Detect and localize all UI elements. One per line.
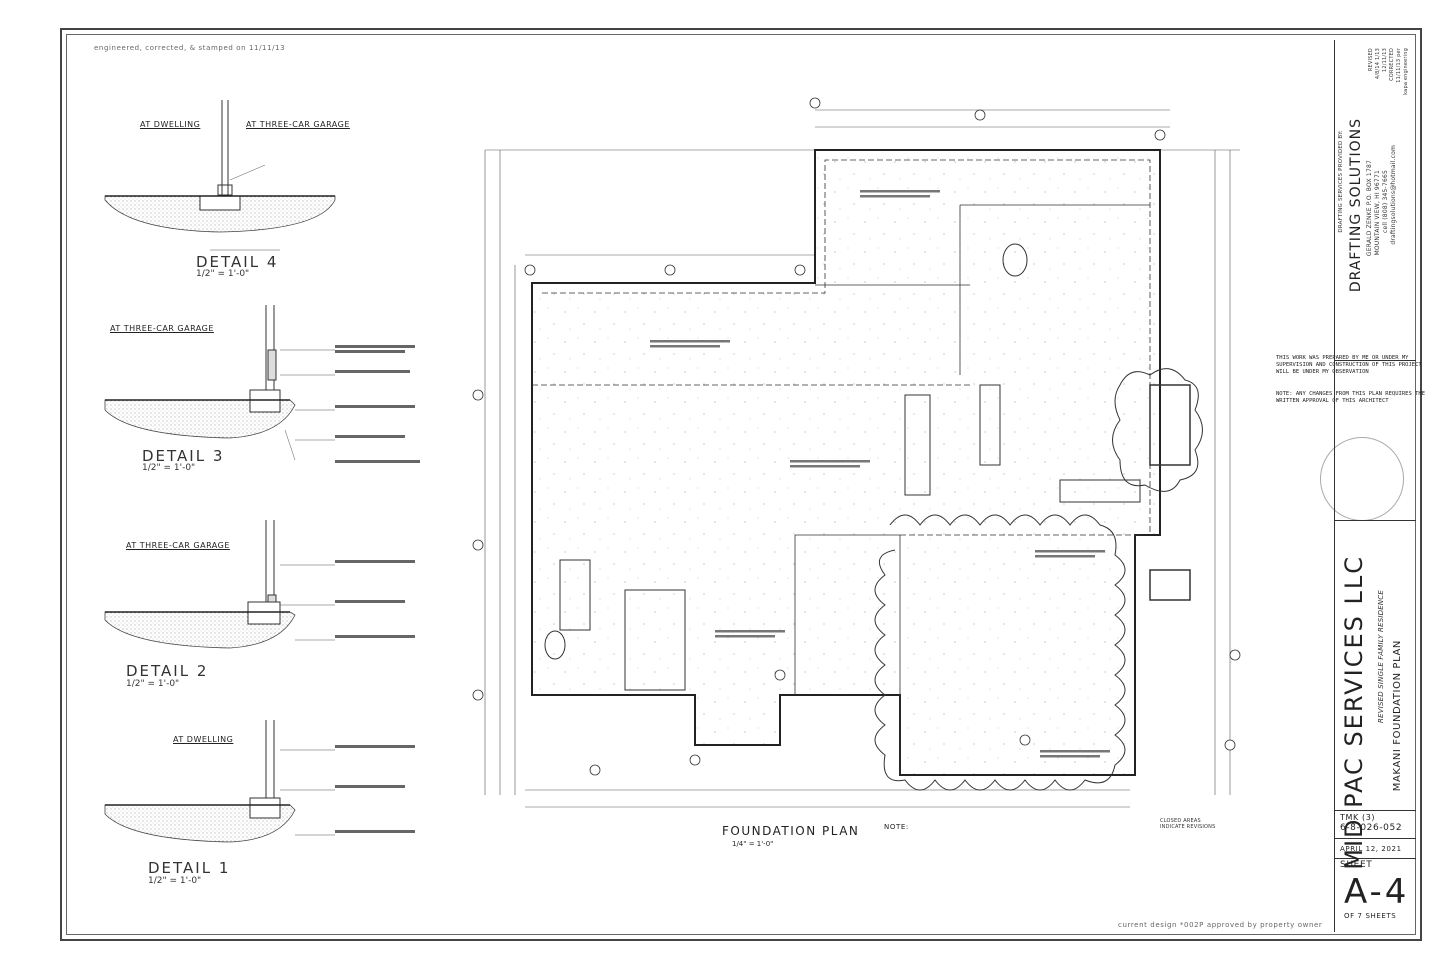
detail-3-title: DETAIL 3 [142,447,225,465]
tb-rev-1: REVISED [1368,48,1374,72]
revision-label: CLOSED AREAS INDICATE REVISIONS [1160,818,1216,830]
detail-1-label: AT DWELLING [173,735,234,744]
tb-firm-line-1: GERALD ZENKE P.O. BOX 1787 [1366,160,1373,257]
detail-1-title: DETAIL 1 [148,859,231,877]
tb-rev-4: CORRECTED [1389,48,1395,81]
tb-tmk-value: 6-8-026-052 [1340,823,1403,833]
detail-4-title: DETAIL 4 [196,253,279,271]
foundation-plan [472,97,1241,808]
detail-1-graphic [104,720,296,843]
detail-4-scale: 1/2" = 1'-0" [196,269,250,279]
tb-firm-line-2: MOUNTAIN VIEW, HI 96771 [1374,170,1381,256]
tb-divider-5 [1334,858,1416,859]
tb-firm: DRAFTING SOLUTIONS [1348,118,1364,293]
detail-4-label-garage: AT THREE-CAR GARAGE [246,120,350,129]
detail-4-graphic [104,100,336,251]
detail-3-graphic [104,305,296,461]
header-note: engineered, corrected, & stamped on 11/1… [94,44,286,52]
tb-rev-6: kapa engineering [1403,48,1409,95]
tb-sheet-title: MAKANI FOUNDATION PLAN [1392,640,1403,792]
tb-project: REVISED SINGLE FAMILY RESIDENCE [1377,590,1385,723]
tb-date: APRIL 12, 2021 [1340,845,1402,853]
tb-divider-4 [1334,838,1416,839]
detail-2-scale: 1/2" = 1'-0" [126,679,180,689]
tb-sheet-number: A-4 [1344,872,1410,912]
plan-title: FOUNDATION PLAN [722,824,860,838]
tb-firm-line-3: cell (808) 345-7665 [1382,170,1389,233]
tb-tmk-label: TMK (3) [1340,813,1376,822]
detail-3-scale: 1/2" = 1'-0" [142,463,196,473]
supervision-note: THIS WORK WAS PREPARED BY ME OR UNDER MY… [1276,355,1422,375]
plan-scale: 1/4" = 1'-0" [732,840,774,848]
details-drawing [104,100,420,843]
sheet-inner-border [66,34,1416,935]
plan-note-label: NOTE: [884,823,909,831]
detail-2-title: DETAIL 2 [126,662,209,680]
sheet-border [60,28,1422,941]
tb-rev-3: 12/11/13 [1382,48,1388,73]
tb-rev-2: 4/8/14 1/13 [1375,48,1381,80]
detail-3-label: AT THREE-CAR GARAGE [110,324,214,333]
tb-provider: DRAFTING SERVICES PROVIDED BY: [1338,130,1344,233]
tb-rev-5: 11/11/13 per [1396,48,1402,83]
footer-note: current design *002P approved by propert… [1118,921,1323,929]
tb-firm-line-4: draftingsolutions@hotmail.com [1390,145,1397,245]
tb-divider-2 [1334,520,1416,521]
tb-divider-1 [1334,360,1416,361]
tb-sheet-label: SHEET [1340,860,1373,870]
detail-2-label: AT THREE-CAR GARAGE [126,541,230,550]
tb-sheet-of: OF 7 SHEETS [1344,912,1397,920]
title-block [1334,40,1417,932]
detail-2-graphic [104,520,296,649]
approval-note: NOTE: ANY CHANGES FROM THIS PLAN REQUIRE… [1276,391,1426,404]
tb-divider-3 [1334,810,1416,811]
detail-1-scale: 1/2" = 1'-0" [148,876,202,886]
detail-4-label-dwelling: AT DWELLING [140,120,201,129]
